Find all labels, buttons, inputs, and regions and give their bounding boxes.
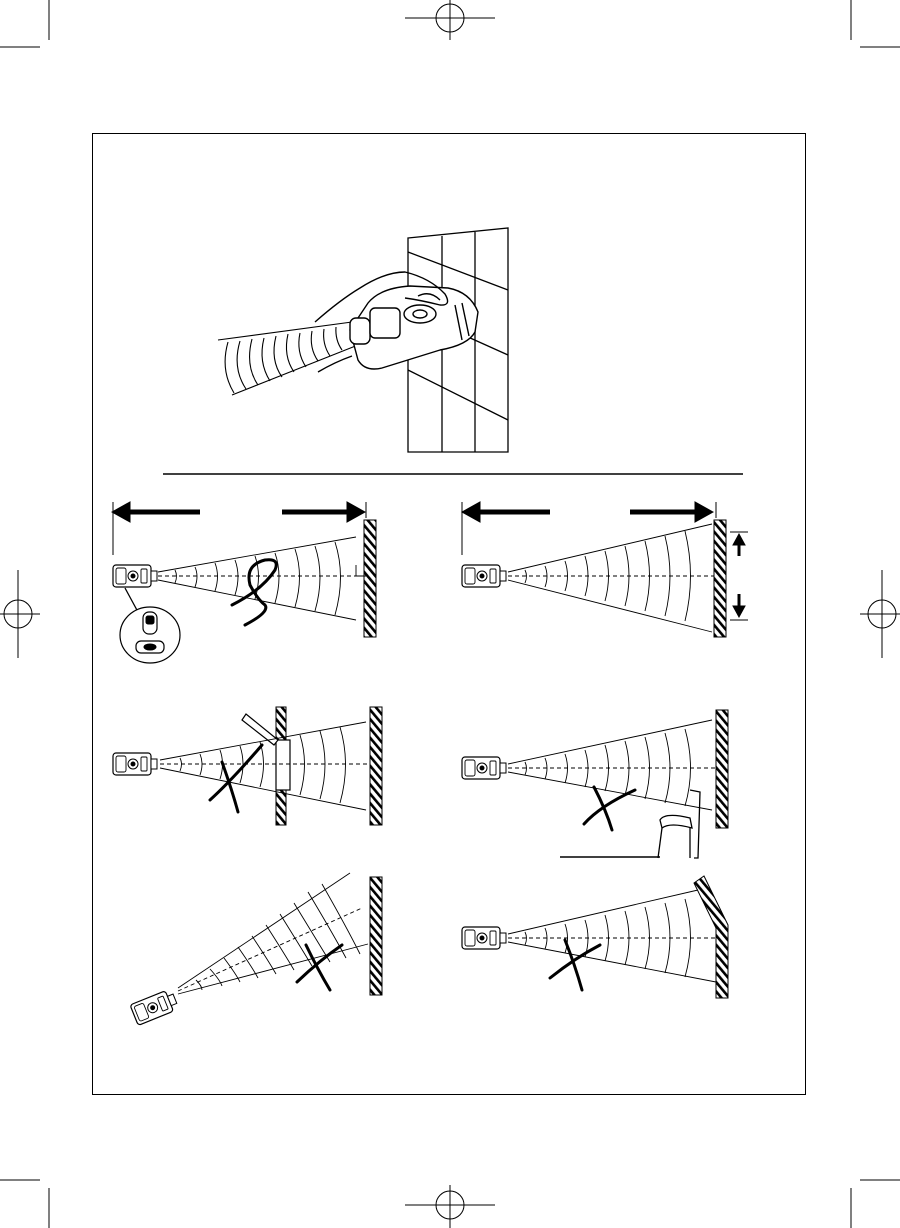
wall-icon xyxy=(369,706,383,826)
up-arrow-icon xyxy=(732,532,746,556)
panel-valid-range xyxy=(110,501,377,664)
signal-beam xyxy=(507,719,716,811)
hand-holding-detector-icon xyxy=(314,271,479,373)
wall-icon xyxy=(363,519,377,638)
wall-icon xyxy=(693,875,729,999)
signal-beam xyxy=(157,536,366,621)
wall-icon xyxy=(369,876,383,996)
panel-obstacle-opening xyxy=(112,706,383,826)
wall-icon xyxy=(715,709,729,829)
signal-beam xyxy=(507,889,718,983)
signal-waves-icon xyxy=(217,321,359,396)
signal-beam xyxy=(159,721,370,811)
cross-mark-icon xyxy=(295,943,344,992)
cross-mark-icon xyxy=(208,743,264,814)
signal-beam xyxy=(177,872,369,995)
page-frame xyxy=(92,133,806,1095)
cross-mark-icon xyxy=(582,785,637,832)
panel-angled-device xyxy=(129,872,383,1026)
registration-mark-right xyxy=(860,570,900,658)
wall-icon xyxy=(713,519,727,638)
chair-icon xyxy=(657,789,701,859)
keypad-inset-icon xyxy=(119,606,181,664)
signal-beam xyxy=(507,523,714,633)
loop-squiggle-icon xyxy=(230,558,278,627)
down-arrow-icon xyxy=(732,594,746,619)
top-illustration xyxy=(217,227,509,453)
registration-mark-bottom xyxy=(405,1185,495,1228)
cross-mark-icon xyxy=(548,938,602,992)
range-arrow-icon xyxy=(110,501,367,523)
registration-mark-left xyxy=(0,570,40,658)
range-arrow-icon xyxy=(460,501,715,523)
panel-obstacle-chair xyxy=(461,709,729,859)
panel-sweep-wall xyxy=(460,501,748,638)
panel-angled-wall xyxy=(461,875,729,999)
registration-mark-top xyxy=(405,0,495,40)
